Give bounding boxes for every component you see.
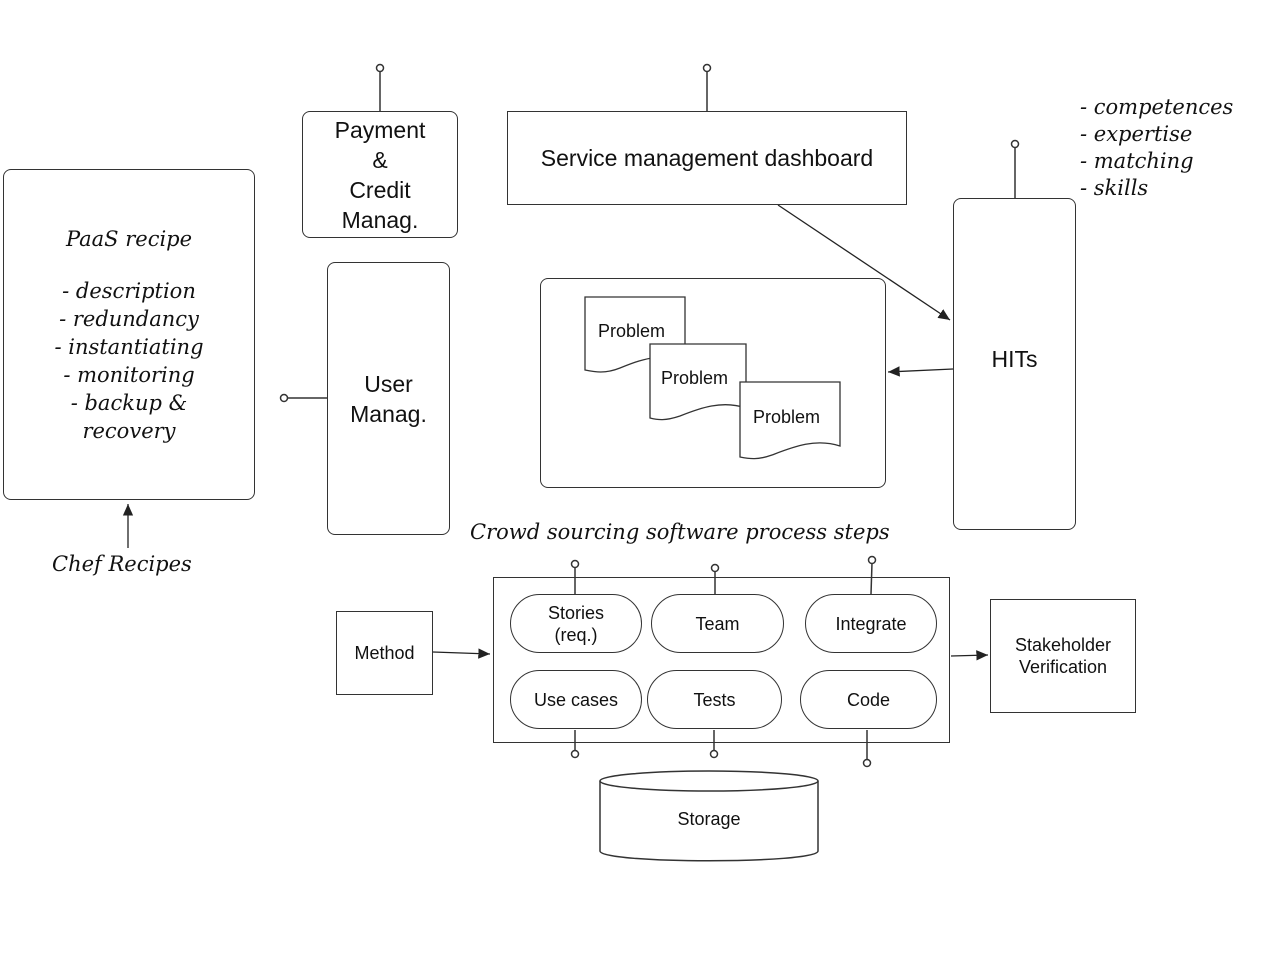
process-title: Crowd sourcing software process steps bbox=[470, 520, 890, 544]
paas-item: - description bbox=[62, 278, 196, 303]
stakeholder-box: Stakeholder Verification bbox=[990, 599, 1136, 713]
step-label: Team bbox=[695, 613, 740, 634]
paas-item: - instantiating bbox=[54, 334, 204, 359]
step-use-cases: Use cases bbox=[510, 670, 642, 729]
paas-item: - redundancy bbox=[59, 306, 199, 331]
stakeholder-line: Stakeholder bbox=[1014, 635, 1112, 655]
method-process-arrow bbox=[432, 648, 491, 659]
step-label: Stories (req.) bbox=[547, 602, 605, 645]
problem-doc-3 bbox=[739, 381, 841, 460]
paas-item: - monitoring bbox=[63, 362, 195, 387]
paas-recipe-box: PaaS recipe - description - redundancy -… bbox=[3, 169, 255, 500]
payment-line: Payment bbox=[334, 116, 426, 143]
storage-label: Storage bbox=[677, 809, 741, 829]
user-manag-line: Manag. bbox=[350, 400, 427, 427]
step-label: Use cases bbox=[533, 689, 619, 710]
problem-doc-2 bbox=[649, 343, 747, 421]
dashboard-label: Service management dashboard bbox=[540, 144, 874, 171]
problem-label: Problem bbox=[661, 368, 729, 388]
hits-label: HITs bbox=[991, 345, 1038, 372]
paas-item: recovery bbox=[82, 418, 176, 443]
problem-label: Problem bbox=[598, 321, 666, 341]
hits-problems-arrow bbox=[887, 366, 954, 377]
stakeholder-line: Verification bbox=[1018, 657, 1108, 677]
hits-note: - skills bbox=[1080, 176, 1149, 200]
payment-line: & bbox=[372, 146, 388, 173]
method-box: Method bbox=[336, 611, 433, 695]
user-manag-line: User bbox=[364, 370, 413, 397]
step-label: Tests bbox=[693, 689, 736, 710]
dashboard-box: Service management dashboard bbox=[507, 111, 907, 205]
step-team: Team bbox=[651, 594, 784, 653]
user-manag-box: User Manag. bbox=[327, 262, 450, 535]
problem-label: Problem bbox=[753, 407, 821, 427]
problems-container bbox=[540, 278, 886, 488]
hits-box: HITs bbox=[953, 198, 1076, 530]
step-stories: Stories (req.) bbox=[510, 594, 642, 653]
payment-box: Payment & Credit Manag. bbox=[302, 111, 458, 238]
hits-note: - matching bbox=[1080, 149, 1194, 173]
step-label: Code bbox=[846, 689, 891, 710]
chef-recipes-label: Chef Recipes bbox=[52, 552, 192, 576]
storage-cylinder bbox=[599, 770, 819, 862]
step-integrate: Integrate bbox=[805, 594, 937, 653]
dashboard-hits-arrow bbox=[777, 204, 951, 321]
process-stakeholder-arrow bbox=[950, 650, 989, 661]
step-code: Code bbox=[800, 670, 937, 729]
hits-notes: - competences - expertise - matching - s… bbox=[1080, 94, 1233, 202]
payment-line: Credit bbox=[349, 176, 411, 203]
method-label: Method bbox=[354, 642, 415, 663]
paas-recipe-title: PaaS recipe bbox=[65, 226, 193, 251]
payment-line: Manag. bbox=[341, 206, 419, 233]
step-tests: Tests bbox=[647, 670, 782, 729]
hits-note: - expertise bbox=[1080, 122, 1193, 146]
hits-note: - competences bbox=[1080, 95, 1234, 119]
process-container bbox=[493, 577, 950, 743]
paas-item: - backup & bbox=[70, 390, 188, 415]
step-label: Integrate bbox=[835, 613, 907, 634]
